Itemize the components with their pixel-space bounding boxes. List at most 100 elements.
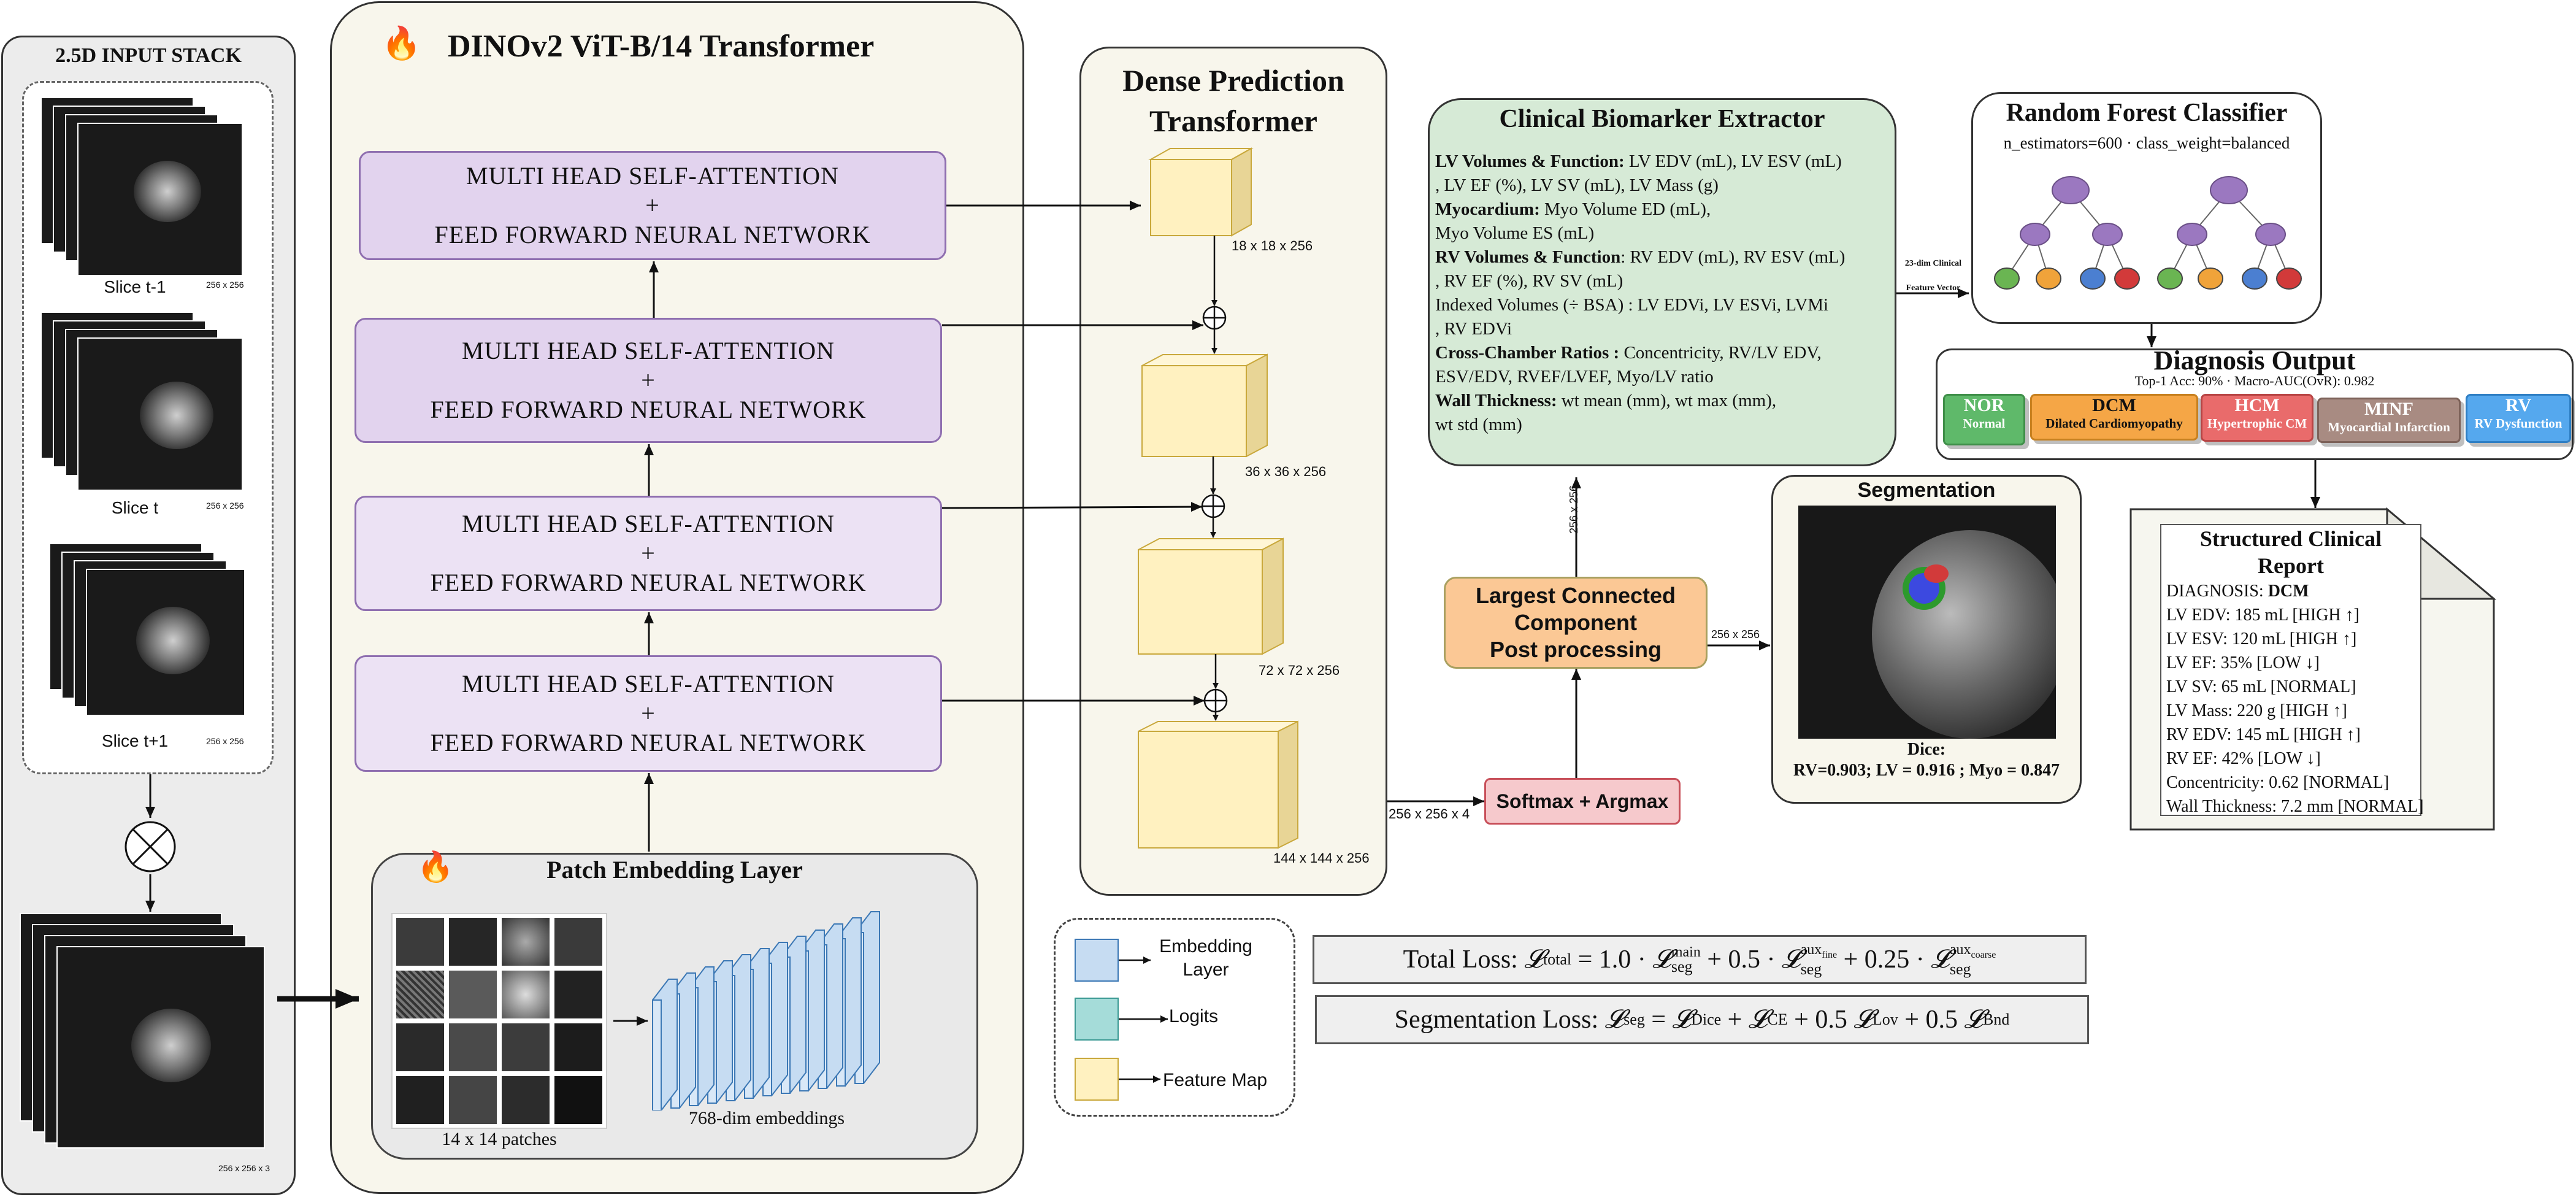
dice-values: RV=0.903; LV = 0.916 ; Myo = 0.847 (1793, 761, 2060, 780)
diagnosis-class-long: Hypertrophic CM (2207, 416, 2307, 431)
report-line: LV ESV: 120 mL [HIGH ↑] (2166, 629, 2357, 649)
fire-icon: 🔥 (417, 851, 454, 883)
biomarker-line: ESV/EDV, RVEF/LVEF, Myo/LV ratio (1435, 367, 1714, 387)
biomarker-line: wt std (mm) (1435, 415, 1522, 434)
attention-block-plus: + (641, 539, 656, 567)
biomarker-line: Myo Volume ES (mL) (1435, 223, 1595, 243)
dpt-feature-maps (1138, 147, 1298, 849)
biomarker-list: LV Volumes & Function: LV EDV (mL), LV E… (1435, 150, 1901, 437)
attention-block-plus: + (645, 191, 660, 219)
report-line: LV EDV: 185 mL [HIGH ↑] (2166, 606, 2359, 625)
combine-circle-icon (125, 821, 176, 872)
legend-swatch-embedding (1075, 939, 1119, 982)
dpt-title-line: Dense Prediction (1122, 63, 1344, 98)
slice-stack-t-minus-1 (40, 97, 249, 293)
postprocess-line: Largest Connected (1475, 583, 1676, 608)
biomarker-panel (1428, 98, 1896, 466)
biomarker-line: Cross-Chamber Ratios : Concentricity, RV… (1435, 343, 1822, 363)
total-loss-prefix: Total Loss: (1403, 945, 1518, 974)
report-line: Concentricity: 0.62 [NORMAL] (2166, 773, 2390, 792)
diagnosis-class-minf: MINF Myocardial Infarction (2317, 398, 2461, 443)
attention-block-1: MULTI HEAD SELF-ATTENTION+FEED FORWARD N… (355, 655, 942, 772)
legend-label-line: Embedding (1159, 936, 1252, 956)
attention-block-4: MULTI HEAD SELF-ATTENTION+FEED FORWARD N… (359, 151, 946, 260)
diagnosis-class-dcm: DCM Dilated Cardiomyopathy (2030, 394, 2198, 441)
legend-arrows (1119, 956, 1168, 1083)
report-title-line: Report (2258, 553, 2324, 578)
attention-block-line: FEED FORWARD NEURAL NETWORK (430, 729, 867, 756)
feature-size-label: 18 x 18 x 256 (1232, 238, 1313, 253)
segmentation-loss-prefix: Segmentation Loss: (1394, 1006, 1599, 1034)
attention-block-line: MULTI HEAD SELF-ATTENTION (462, 337, 835, 364)
dice-title: Dice: (1907, 740, 1946, 759)
biomarker-line: LV Volumes & Function: LV EDV (mL), LV E… (1435, 152, 1842, 171)
feature-size-label: 36 x 36 x 256 (1245, 464, 1327, 479)
diagnosis-class-short: DCM (2092, 395, 2136, 415)
patch-grid (391, 913, 607, 1129)
biomarker-line: RV Volumes & Function: RV EDV (mL), RV E… (1435, 247, 1846, 267)
attention-block-plus: + (641, 699, 656, 727)
feature-vector-line: 23-dim Clinical (1904, 259, 1962, 268)
diagnosis-class-short: RV (2505, 395, 2532, 415)
input-stack-title: 2.5D INPUT STACK (55, 44, 242, 67)
diagnosis-class-long: Myocardial Infarction (2328, 420, 2450, 434)
attention-block-plus: + (641, 366, 656, 394)
combined-input-size: 256 x 256 x 3 (218, 1163, 270, 1173)
diagnosis-class-long: RV Dysfunction (2474, 416, 2563, 431)
slice-size-t-plus-1: 256 x 256 (206, 736, 244, 746)
legend-label-logits: Logits (1169, 1006, 1219, 1026)
random-forest-params: n_estimators=600 · class_weight=balanced (2003, 134, 2290, 152)
biomarker-line: , LV EF (%), LV SV (mL), LV Mass (g) (1435, 175, 1719, 195)
report-title: Structured Clinical Report (2160, 525, 2421, 579)
random-forest-title: Random Forest Classifier (2006, 99, 2288, 127)
dino-title: DINOv2 ViT-B/14 Transformer (448, 29, 875, 64)
diagnosis-class-rv: RV RV Dysfunction (2466, 394, 2571, 443)
dpt-title: Dense Prediction Transformer (1079, 60, 1387, 141)
attention-block-line: FEED FORWARD NEURAL NETWORK (434, 221, 871, 248)
embedding-slab-face (652, 999, 662, 1110)
report-line: RV EF: 42% [LOW ↓] (2166, 749, 2321, 768)
dpt-title-line: Transformer (1149, 104, 1317, 138)
legend-swatch-feature-map (1075, 1058, 1119, 1101)
edge-label-post-up: 256 x 256 (1568, 485, 1580, 534)
report-diagnosis-line: DIAGNOSIS: DCM (2166, 582, 2309, 601)
slice-label-t: Slice t (111, 498, 159, 517)
combined-input-stack (20, 913, 277, 1171)
legend-swatch-logits (1075, 998, 1119, 1041)
attention-block-3: MULTI HEAD SELF-ATTENTION+FEED FORWARD N… (355, 318, 942, 443)
edge-label-post-out: 256 x 256 (1711, 628, 1760, 641)
report-content-box (2160, 524, 2421, 816)
feature-map-cube-3 (1138, 537, 1284, 655)
biomarker-line: , RV EF (%), RV SV (mL) (1435, 271, 1623, 291)
attention-block-line: MULTI HEAD SELF-ATTENTION (462, 510, 835, 537)
diagnosis-metrics: Top-1 Acc: 90% · Macro-AUC(OvR): 0.982 (2134, 373, 2375, 388)
embedding-slabs (652, 911, 880, 1110)
postprocess-line: Post processing (1489, 637, 1662, 662)
feature-map-cube-1 (1148, 147, 1254, 237)
segmentation-image (1798, 506, 2056, 739)
biomarker-line: Indexed Volumes (÷ BSA) : LV EDVi, LV ES… (1435, 295, 1829, 315)
patches-label: 14 x 14 patches (442, 1129, 557, 1149)
slice-label-t-minus-1: Slice t-1 (104, 277, 166, 296)
report-line: LV SV: 65 mL [NORMAL] (2166, 677, 2356, 696)
feature-size-label: 144 x 144 x 256 (1273, 850, 1370, 866)
attention-block-line: FEED FORWARD NEURAL NETWORK (430, 569, 867, 596)
attention-block-line: MULTI HEAD SELF-ATTENTION (466, 162, 839, 190)
legend-label-line: Layer (1183, 960, 1229, 980)
report-line: LV EF: 35% [LOW ↓] (2166, 653, 2320, 672)
postprocess-box: Largest Connected Component Post process… (1444, 577, 1708, 669)
diagnosis-class-short: NOR (1963, 395, 2005, 415)
diagnosis-class-short: MINF (2364, 399, 2413, 419)
slice-stack-t (40, 312, 249, 508)
patch-embedding-title: Patch Embedding Layer (546, 856, 803, 883)
feature-size-label: 72 x 72 x 256 (1259, 663, 1340, 678)
legend-label-embedding: Embedding Layer (1132, 935, 1279, 982)
biomarker-line: Wall Thickness: wt mean (mm), wt max (mm… (1435, 391, 1777, 410)
diagnosis-class-long: Normal (1963, 416, 2006, 431)
report-line: LV Mass: 220 g [HIGH ↑] (2166, 701, 2347, 720)
biomarker-line: Myocardium: Myo Volume ED (mL), (1435, 199, 1711, 219)
edge-label-dpt-out: 256 x 256 x 4 (1389, 806, 1470, 822)
